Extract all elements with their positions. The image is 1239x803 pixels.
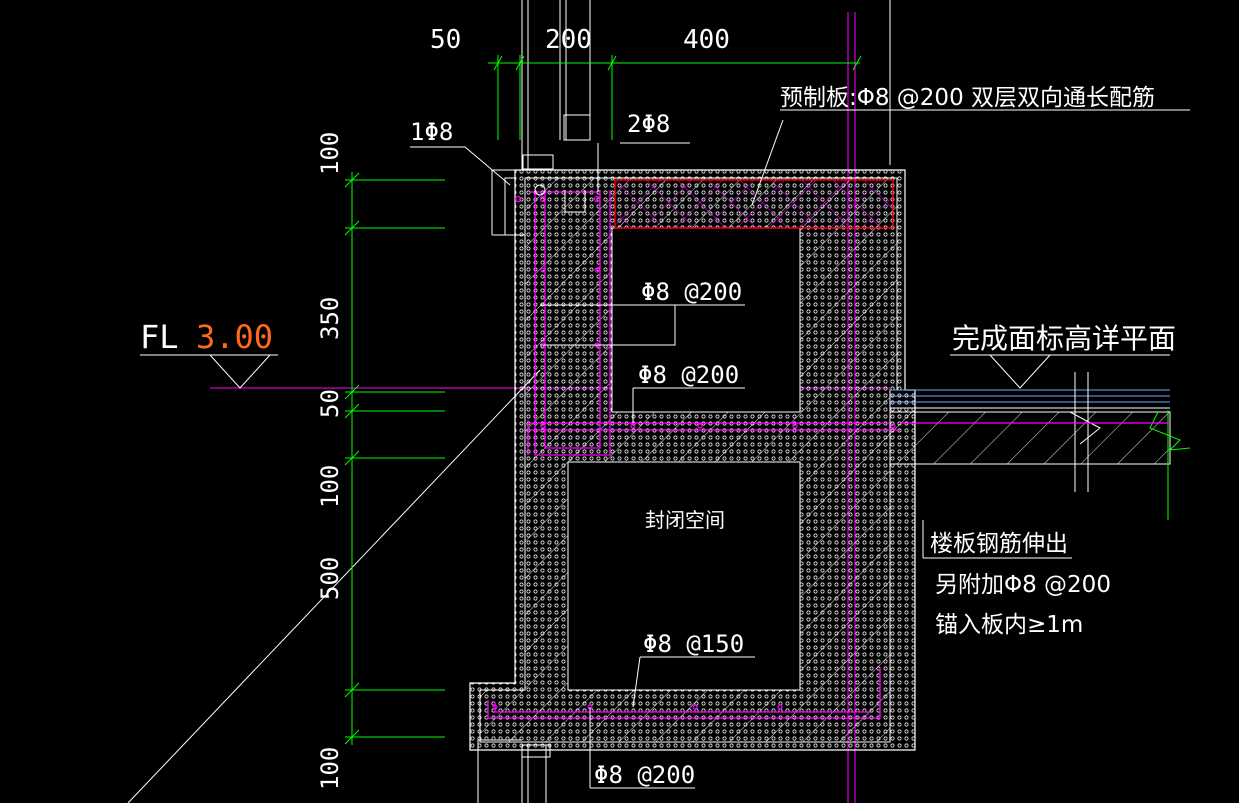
top-dimension-lines xyxy=(488,55,862,140)
dim-top-200: 200 xyxy=(545,25,592,55)
label-finish-plane: 完成面标高详平面 xyxy=(952,322,1176,355)
label-leaders xyxy=(410,109,1190,789)
label-phi8-200-a: Φ8 @200 xyxy=(641,278,742,306)
level-prefix: FL xyxy=(140,318,179,356)
label-phi8-200-b: Φ8 @200 xyxy=(638,361,739,389)
enclosed-space-void xyxy=(567,461,801,691)
dim-left-100-bottom: 100 xyxy=(316,747,344,790)
label-extra-rebar: 另附加Φ8 @200 xyxy=(935,572,1111,598)
label-anchor: 锚入板内≥1m xyxy=(935,612,1083,638)
dim-top-400: 400 xyxy=(683,25,730,55)
precast-slab xyxy=(614,179,894,229)
hook-detail xyxy=(522,154,586,213)
label-enclosed-space: 封闭空间 xyxy=(645,508,725,532)
dim-left-500: 500 xyxy=(316,557,344,600)
dim-left-100-top: 100 xyxy=(316,132,344,175)
floor-slab xyxy=(889,372,1191,520)
left-dimension-lines xyxy=(344,172,445,745)
label-slab-rebar-extend: 楼板钢筋伸出 xyxy=(930,531,1068,557)
level-value: 3.00 xyxy=(196,318,273,356)
label-1phi8: 1Φ8 xyxy=(410,118,453,146)
label-2phi8: 2Φ8 xyxy=(627,110,670,138)
level-marker-left xyxy=(140,354,278,389)
concrete-section xyxy=(469,169,916,751)
dim-top-50: 50 xyxy=(430,25,461,55)
rebar-dots xyxy=(492,195,896,710)
dim-left-350: 350 xyxy=(316,297,344,340)
dim-left-50: 50 xyxy=(316,389,344,418)
leader-line xyxy=(127,369,541,803)
rebar-lines xyxy=(487,190,1170,719)
label-phi8-150: Φ8 @150 xyxy=(643,630,744,658)
label-phi8-200-bottom: Φ8 @200 xyxy=(594,761,695,789)
level-marker-right xyxy=(989,354,1051,389)
label-precast-slab: 预制板:Φ8 @200 双层双向通长配筋 xyxy=(780,85,1155,111)
dim-left-100-mid: 100 xyxy=(316,465,344,508)
